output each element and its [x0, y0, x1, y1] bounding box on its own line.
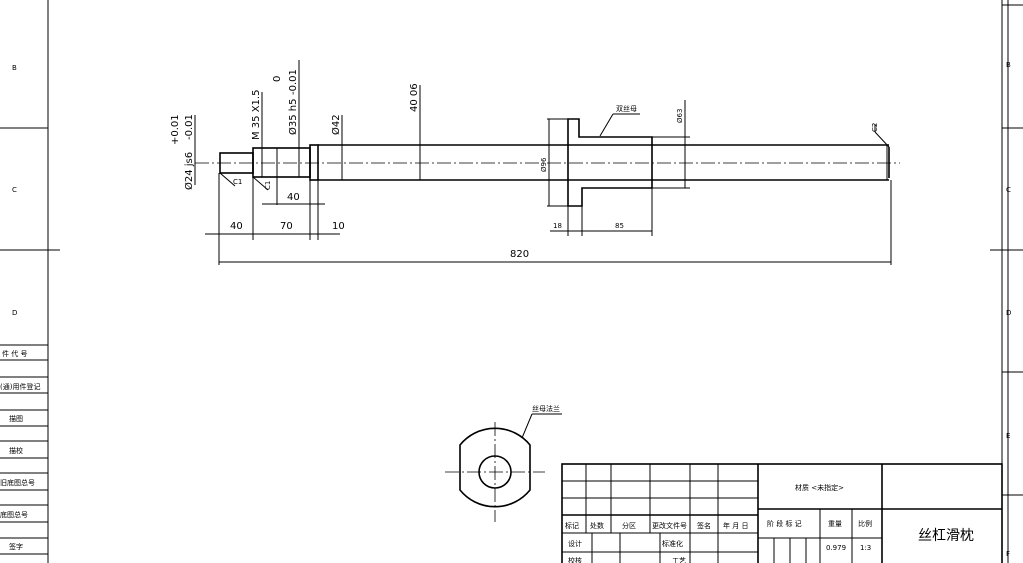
side-table: 件 代 号 (通)用件登记 描图 描校 旧底图总号 底图总号 签字 — [0, 344, 48, 555]
header-date: 年 月 日 — [723, 521, 748, 530]
chamfer-c1: C1 — [264, 181, 272, 190]
zone-label: C — [1006, 186, 1011, 194]
nut-label: 双丝母 — [616, 104, 637, 113]
side-label: 旧底图总号 — [0, 478, 35, 487]
header-zone: 分区 — [622, 521, 636, 530]
chamfer-c1: C1 — [233, 178, 242, 186]
design-label: 设计 — [568, 539, 582, 548]
side-label: 描校 — [9, 446, 23, 455]
weight-label: 重量 — [828, 520, 842, 528]
dim-d40: 40 06 — [409, 83, 420, 112]
nut-flange-view: 丝母法兰 — [445, 404, 562, 522]
side-label: 描图 — [9, 414, 23, 423]
zone-label: E — [1006, 432, 1010, 440]
dim-d35-tol-up: 0 — [272, 76, 283, 82]
zone-label: F — [1006, 550, 1010, 558]
dim-18: 18 — [553, 222, 562, 230]
drawing-name: 丝杠滑枕 — [918, 527, 974, 544]
side-label: 件 代 号 — [2, 349, 27, 358]
dim-40: 40 — [230, 221, 243, 232]
title-block: 标记 处数 分区 更改文件号 签名 年 月 日 设计 标准化 校核 工艺 材质 … — [561, 463, 1003, 563]
scale-value: 1:3 — [860, 544, 871, 552]
zone-label: B — [1006, 61, 1011, 69]
dim-m35: M 35 X1.5 — [251, 90, 262, 140]
dim-d42: Ø42 — [330, 114, 342, 135]
side-label: (通)用件登记 — [0, 382, 40, 391]
zone-label: D — [1006, 309, 1011, 317]
side-label: 底图总号 — [0, 510, 28, 519]
zone-label: B — [12, 64, 17, 72]
process-label: 工艺 — [672, 557, 686, 563]
scale-label: 比例 — [858, 519, 872, 528]
dim-d24-tol-up: +0.01 — [170, 114, 181, 145]
shaft-view — [194, 60, 900, 265]
header-mark: 标记 — [565, 521, 579, 530]
dim-820: 820 — [510, 249, 529, 260]
dim-d96: Ø96 — [540, 157, 548, 172]
weight-value: 0.979 — [826, 544, 846, 552]
side-label: 签字 — [9, 542, 23, 551]
stage-label: 阶 段 标 记 — [767, 519, 802, 528]
dim-10: 10 — [332, 221, 345, 232]
header-sign: 签名 — [697, 521, 711, 530]
standardize-label: 标准化 — [662, 539, 683, 548]
dim-85: 85 — [615, 222, 624, 230]
dim-40-upper: 40 — [287, 192, 300, 203]
zone-label: C — [12, 186, 17, 194]
material-label: 材质 <未指定> — [795, 483, 844, 492]
header-change-doc: 更改文件号 — [652, 521, 687, 530]
dim-d35-tol-lo: -0.01 — [288, 69, 299, 95]
dimension-labels: Ø24 js6 +0.01 -0.01 M 35 X1.5 Ø35 h5 0 -… — [170, 69, 879, 260]
dim-d24: Ø24 js6 — [183, 152, 195, 190]
header-count: 处数 — [590, 521, 604, 530]
dim-d63: Ø63 — [676, 109, 684, 123]
dim-d35: Ø35 h5 — [287, 99, 299, 135]
chamfer-c2: C2 — [871, 123, 879, 132]
dim-70: 70 — [280, 221, 293, 232]
zone-label: D — [12, 309, 17, 317]
check-label: 校核 — [568, 556, 582, 563]
nut-flange-label: 丝母法兰 — [532, 404, 560, 413]
dim-d24-tol-lo: -0.01 — [184, 114, 195, 140]
